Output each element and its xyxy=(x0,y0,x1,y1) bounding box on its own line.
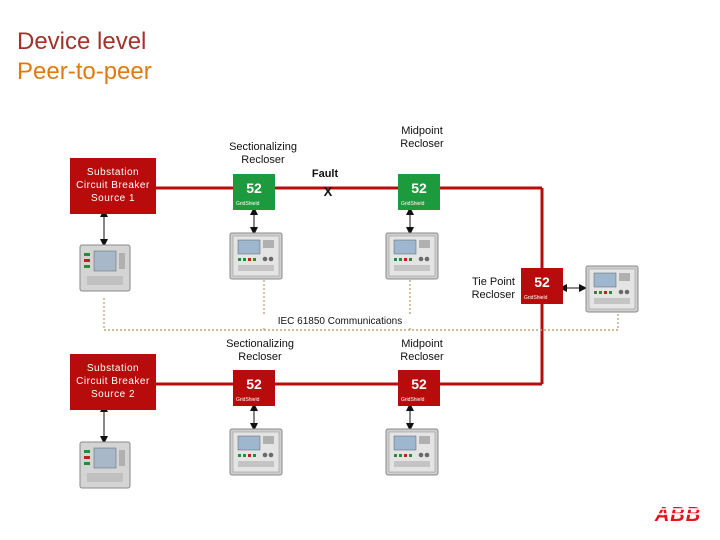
relay-midpoint-2 xyxy=(385,428,439,476)
label-sectionalizing-2: Sectionalizing Recloser xyxy=(226,338,294,363)
breaker-number: 52 xyxy=(411,376,427,392)
midpoint-recloser-2[interactable]: 52 GridShield xyxy=(398,370,440,406)
feeder-2-line xyxy=(155,300,544,386)
title-line-1: Device level xyxy=(17,28,147,55)
relay-source-1 xyxy=(79,244,131,292)
brand-label: GridShield xyxy=(524,295,548,301)
brand-label: GridShield xyxy=(401,201,425,207)
relay-sectionalizing-1 xyxy=(229,232,283,280)
tie-point-recloser[interactable]: 52 GridShield xyxy=(521,268,563,304)
label-midpoint-1: Midpoint Recloser xyxy=(400,125,444,150)
midpoint-recloser-1[interactable]: 52 GridShield xyxy=(398,174,440,210)
fault-mark: X xyxy=(323,184,333,199)
label-midpoint-2: Midpoint Recloser xyxy=(400,338,444,363)
brand-label: GridShield xyxy=(401,397,425,403)
relay-sectionalizing-2 xyxy=(229,428,283,476)
breaker-number: 52 xyxy=(246,376,262,392)
brand-label: GridShield xyxy=(236,201,260,207)
title-line-2: Peer-to-peer xyxy=(17,58,152,85)
sectionalizing-recloser-2[interactable]: 52 GridShield xyxy=(233,370,275,406)
label-sectionalizing-1: Sectionalizing Recloser xyxy=(229,141,297,166)
brand-label: GridShield xyxy=(236,397,260,403)
fault-label: Fault xyxy=(311,168,339,180)
relay-midpoint-1 xyxy=(385,232,439,280)
breaker-number: 52 xyxy=(534,274,550,290)
abb-logo: ABB xyxy=(652,504,704,524)
control-arrows xyxy=(100,207,587,444)
substation-source-1: Substation Circuit Breaker Source 1 xyxy=(70,158,156,214)
relay-tie-point xyxy=(585,265,639,313)
label-tie-point: Tie Point Recloser xyxy=(471,276,515,301)
relay-source-2 xyxy=(79,441,131,489)
substation-source-2: Substation Circuit Breaker Source 2 xyxy=(70,354,156,410)
feeder-1-line xyxy=(155,186,544,276)
sectionalizing-recloser-1[interactable]: 52 GridShield xyxy=(233,174,275,210)
breaker-number: 52 xyxy=(411,180,427,196)
breaker-number: 52 xyxy=(246,180,262,196)
iec-communications-label: IEC 61850 Communications xyxy=(250,315,430,328)
